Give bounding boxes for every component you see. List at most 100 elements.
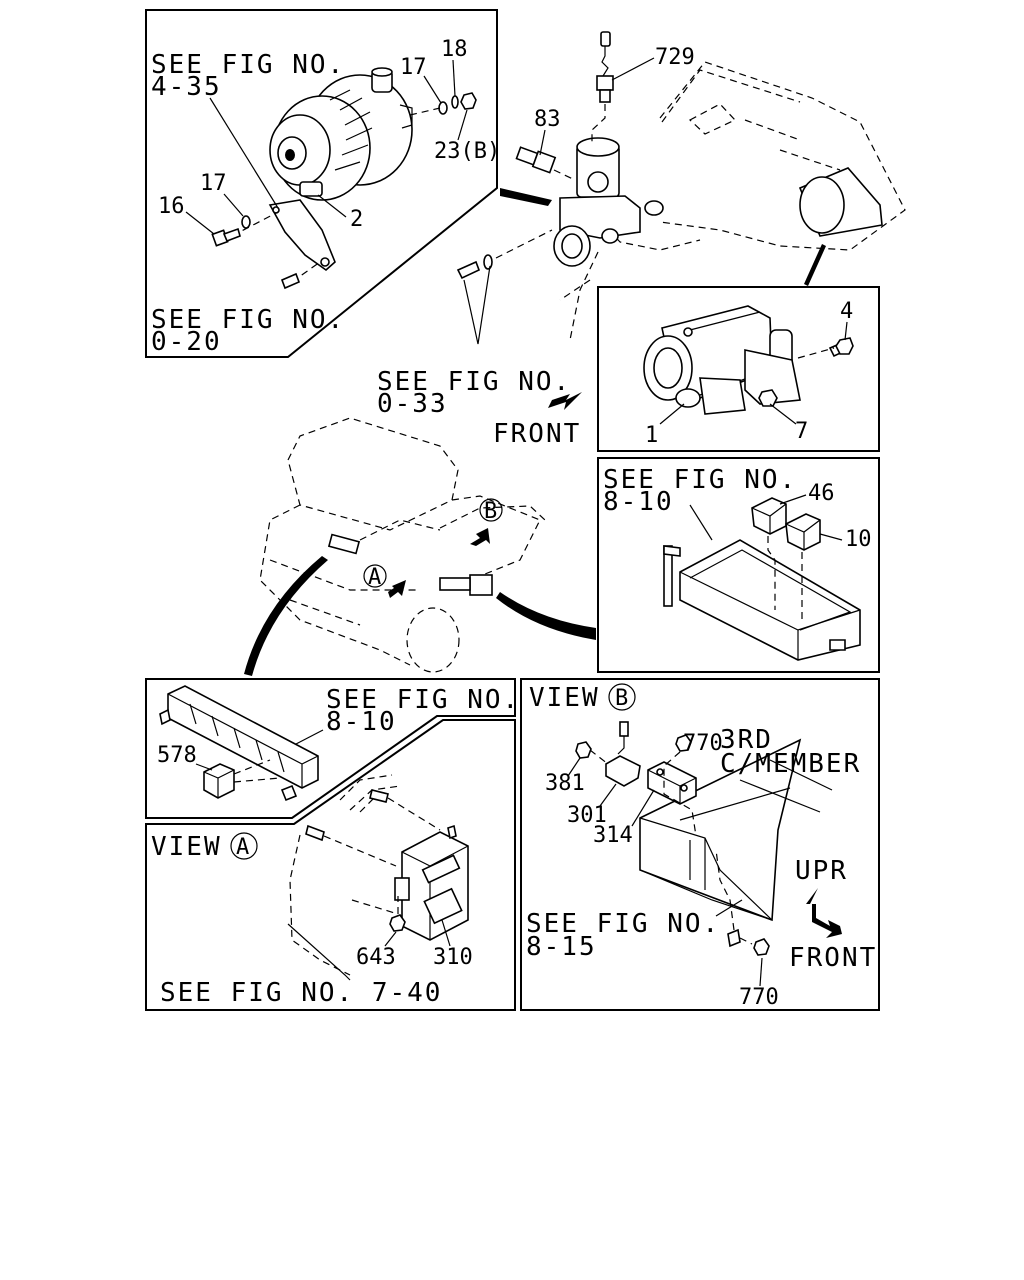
- engine-front-label: FRONT: [493, 419, 581, 449]
- relay-box-panel: SEE FIG NO. 8-10 46 10: [597, 457, 880, 673]
- module-310: [394, 824, 469, 941]
- fuse-block-ref-line1[interactable]: SEE FIG NO.: [326, 685, 520, 715]
- callout-301: 301: [567, 803, 607, 828]
- stud-lower: [305, 824, 325, 842]
- truck-marker-a: A: [368, 565, 381, 590]
- engine-starter-mount: [798, 167, 883, 237]
- stud-upper: [369, 789, 389, 803]
- relay-tray: [663, 539, 861, 661]
- washer-17-upper: [438, 101, 448, 115]
- fuse-block-ref-line2[interactable]: 8-10: [326, 707, 397, 737]
- callout-1: 1: [645, 423, 658, 448]
- front-arrow-icon: [548, 392, 582, 410]
- nut-23b: [460, 92, 477, 110]
- bolt-16: [211, 227, 241, 247]
- alternator-ref-bottom-line2[interactable]: 0-20: [151, 327, 222, 357]
- alternator-ref-bottom-line1[interactable]: SEE FIG NO.: [151, 305, 345, 335]
- view-b-upr-label: UPR: [795, 856, 848, 886]
- callout-643: 643: [356, 945, 396, 970]
- starter-motor-1: [643, 305, 801, 415]
- upr-front-arrow-icon: [806, 888, 842, 938]
- bracket-314: [647, 761, 697, 805]
- starter-panel-frame: [597, 286, 880, 452]
- leader-band-alternator: [500, 188, 552, 206]
- callout-578: 578: [157, 743, 197, 768]
- bracket-bolt: [280, 272, 301, 290]
- callout-310: 310: [433, 945, 473, 970]
- thermostat-housing: [553, 137, 664, 267]
- view-b-marker: B: [615, 686, 628, 711]
- relay-box-ref-line2[interactable]: 8-10: [603, 487, 674, 517]
- callout-17-lower: 17: [200, 171, 227, 196]
- view-b-panel-frame: [520, 678, 880, 1011]
- mount-bolt: [456, 260, 481, 280]
- relay-10: [785, 513, 821, 551]
- callout-729: 729: [655, 45, 695, 70]
- mount-washer: [483, 254, 493, 270]
- view-a-marker-circle: [230, 832, 258, 860]
- view-b-member-line1: 3RD: [720, 725, 773, 755]
- callout-46: 46: [808, 481, 835, 506]
- engine-ref-line1[interactable]: SEE FIG NO.: [377, 367, 571, 397]
- alternator-bracket: [268, 199, 336, 272]
- callout-4: 4: [840, 299, 853, 324]
- callout-7: 7: [795, 419, 808, 444]
- engine-illustration: 729 83 SEE FIG NO. 0-33 FRONT: [377, 31, 906, 449]
- nut-770-upper: [675, 734, 692, 752]
- truck-overview: A B: [244, 417, 596, 676]
- view-b-ref-line2[interactable]: 8-15: [526, 932, 597, 962]
- alternator-panel-frame: [145, 9, 498, 358]
- nut-643: [389, 914, 406, 932]
- truck-relay: [469, 574, 493, 596]
- starter-panel: 4 1 7: [597, 286, 880, 452]
- view-a-panel-frame: [145, 719, 516, 1011]
- marker-b-circle: [479, 498, 503, 522]
- relay-578: [203, 763, 235, 799]
- marker-b-arrow-icon: [470, 528, 490, 546]
- view-a-marker: A: [236, 835, 249, 860]
- washer-17-lower: [241, 215, 251, 229]
- callout-23b: 23(B): [434, 139, 500, 164]
- alternator-ref-top-line1[interactable]: SEE FIG NO.: [151, 50, 345, 80]
- fuse-block: [159, 685, 319, 802]
- view-b-member-line2: C/MEMBER: [720, 749, 861, 779]
- callout-83: 83: [534, 107, 561, 132]
- relay-box-ref-line1[interactable]: SEE FIG NO.: [603, 465, 797, 495]
- fuse-block-panel: SEE FIG NO. 8-10 578: [145, 678, 520, 819]
- nut-770-lower: [753, 938, 770, 956]
- truck-fuse-block: [327, 533, 361, 555]
- alternator-panel: SEE FIG NO. 4-35 SEE FIG NO. 0-20: [145, 9, 500, 358]
- view-a-title: VIEW: [151, 832, 222, 862]
- leader-band-fuse: [244, 556, 328, 676]
- view-b-panel: VIEW B 770 381 301: [520, 678, 880, 1011]
- cross-member: [639, 738, 833, 922]
- marker-a-arrow-icon: [388, 580, 406, 598]
- marker-a-circle: [363, 564, 387, 588]
- leader-band-relay: [496, 592, 596, 640]
- view-b-title: VIEW: [529, 683, 600, 713]
- callout-17-upper: 17: [400, 55, 427, 80]
- relay-box-panel-frame: [597, 457, 880, 673]
- callout-16: 16: [158, 194, 185, 219]
- leader-band-starter: [804, 244, 826, 286]
- nut-7: [758, 389, 778, 407]
- truck-marker-b: B: [484, 499, 497, 524]
- view-b-front-label: FRONT: [789, 943, 877, 973]
- engine-ref-line2[interactable]: 0-33: [377, 389, 448, 419]
- view-b-ref-line1[interactable]: SEE FIG NO.: [526, 909, 720, 939]
- washer-770-lower: [727, 928, 741, 948]
- callout-770-lower: 770: [739, 985, 779, 1010]
- callout-381: 381: [545, 771, 585, 796]
- fuse-block-panel-frame: [145, 678, 516, 819]
- bolt-381: [575, 741, 592, 759]
- view-b-marker-circle: [608, 683, 636, 711]
- callout-314: 314: [593, 823, 633, 848]
- callout-2: 2: [350, 207, 363, 232]
- callout-770-upper: 770: [683, 731, 723, 756]
- alternator-ref-top-line2[interactable]: 4-35: [151, 72, 222, 102]
- switch-301: [605, 721, 641, 787]
- sensor-729: [591, 31, 614, 145]
- view-a-ref[interactable]: SEE FIG NO. 7-40: [160, 978, 442, 1008]
- alternator-part-2: [269, 67, 413, 201]
